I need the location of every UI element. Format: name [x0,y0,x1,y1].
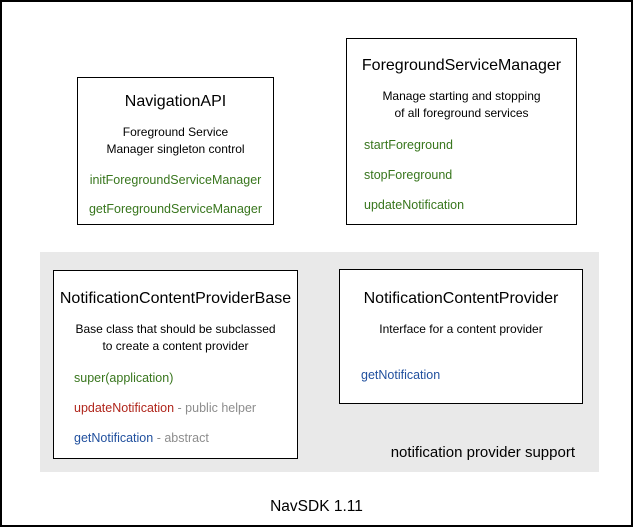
class-box-notification-content-provider: NotificationContentProvider Interface fo… [339,269,583,404]
class-description-foreground-service-manager: Manage starting and stopping of all fore… [347,88,576,122]
method-super-application: super(application) [74,372,297,385]
method-start-foreground: startForeground [364,138,453,152]
description-line: Base class that should be subclassed [75,322,276,336]
class-title-navigation-api: NavigationAPI [124,93,227,110]
method-list: super(application) updateNotification - … [54,372,297,445]
description-line: Interface for a content provider [379,322,543,336]
class-title-notification-content-provider-base: NotificationContentProviderBase [59,290,292,307]
method-name: super(application) [74,371,174,385]
class-title-foreground-service-manager: ForegroundServiceManager [361,57,562,74]
method-annotation: - public helper [174,401,257,415]
description-line: to create a content provider [102,339,249,353]
method-stop-foreground: stopForeground [364,168,453,182]
description-line: Foreground Service [122,125,229,139]
description-line: Manage starting and stopping [382,89,541,103]
method-get-notification-abstract: getNotification - abstract [74,432,297,445]
method-get-notification: getNotification [361,368,441,382]
method-list: startForeground stopForeground updateNot… [347,139,576,212]
method-update-notification: updateNotification [364,198,465,212]
class-description-notification-content-provider-base: Base class that should be subclassed to … [54,321,297,355]
description-line: Manager singleton control [106,142,245,156]
method-list: getNotification [340,369,582,382]
footer-version-label: NavSDK 1.11 [270,498,363,515]
class-description-navigation-api: Foreground Service Manager singleton con… [78,124,273,158]
method-get-foreground-service-manager: getForegroundServiceManager [88,202,263,216]
class-box-notification-content-provider-base: NotificationContentProviderBase Base cla… [53,270,298,459]
method-name: updateNotification [74,401,175,415]
method-update-notification-helper: updateNotification - public helper [74,402,297,415]
method-name: getNotification [74,431,154,445]
description-line: of all foreground services [394,106,529,120]
method-init-foreground-service-manager: initForegroundServiceManager [89,173,262,187]
class-title-notification-content-provider: NotificationContentProvider [363,290,559,307]
class-box-foreground-service-manager: ForegroundServiceManager Manage starting… [346,38,577,225]
class-box-navigation-api: NavigationAPI Foreground Service Manager… [77,77,274,225]
class-description-notification-content-provider: Interface for a content provider [340,321,582,338]
group-label-notification-provider-support: notification provider support [390,444,575,461]
method-list: initForegroundServiceManager getForegrou… [78,174,273,216]
method-annotation: - abstract [153,431,209,445]
